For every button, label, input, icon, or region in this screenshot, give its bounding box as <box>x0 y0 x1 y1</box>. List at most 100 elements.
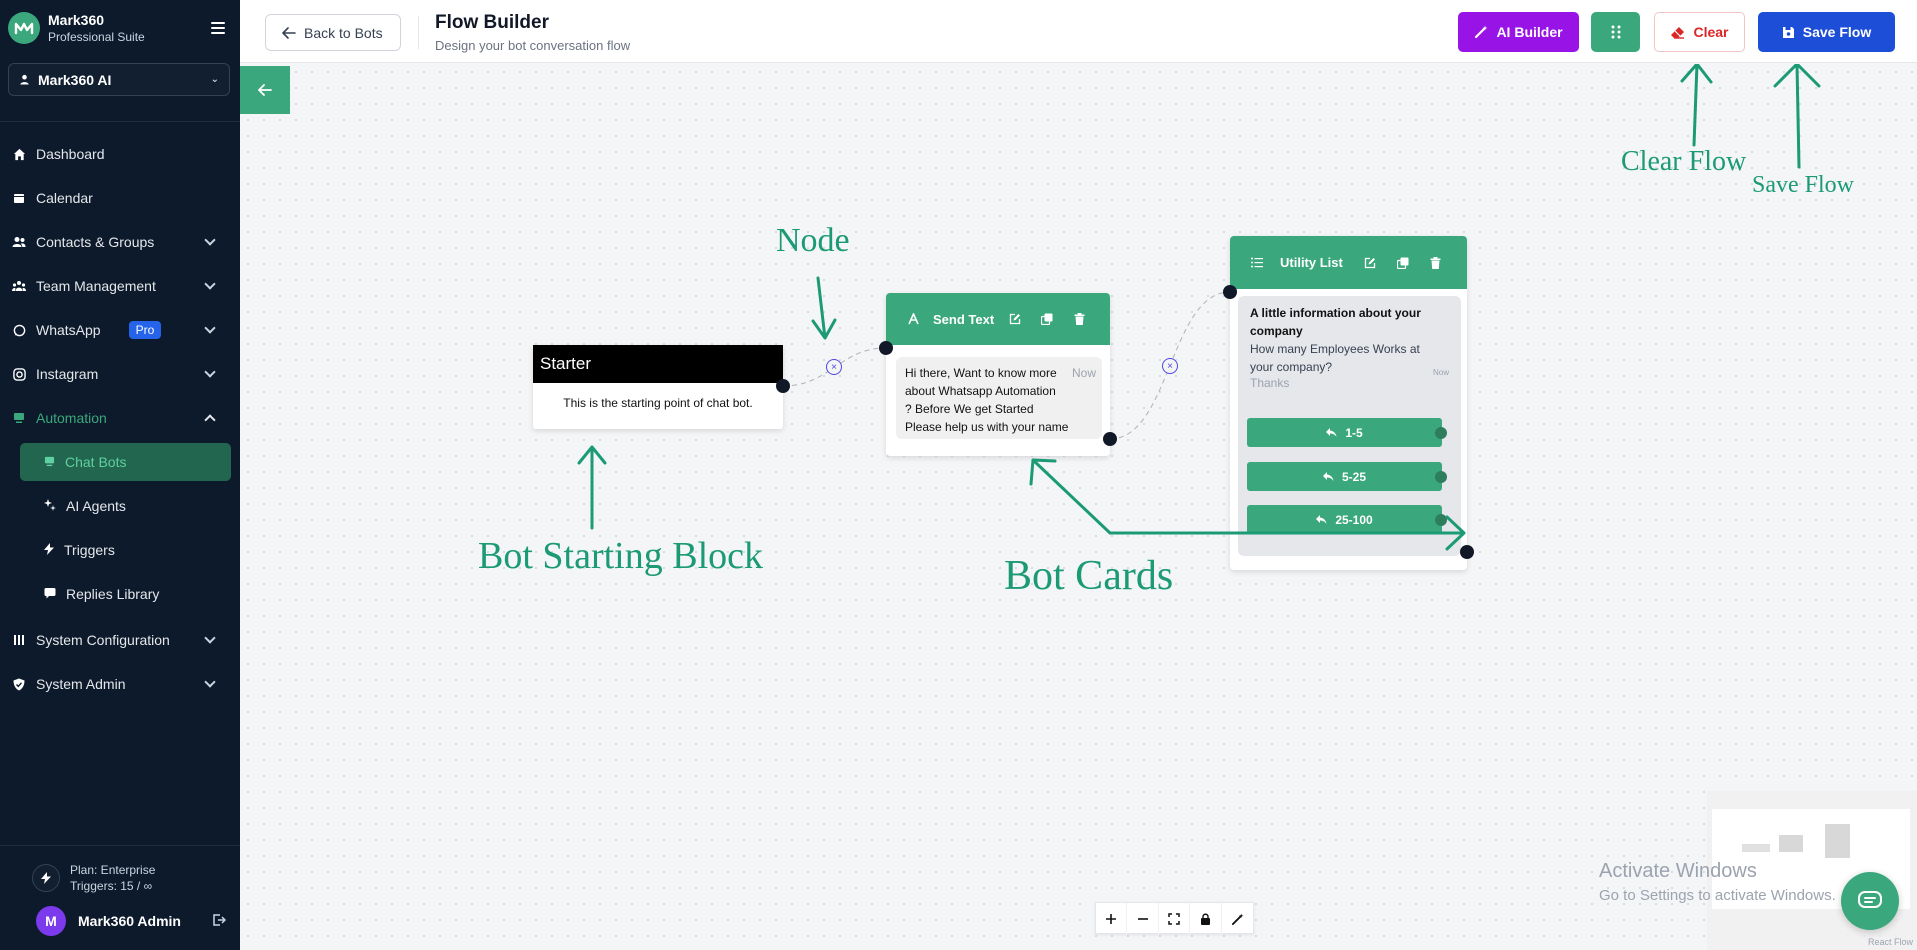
user-name: Mark360 Admin <box>78 913 181 929</box>
send-text-output-handle[interactable] <box>1103 432 1117 446</box>
utility-list-output-handle[interactable] <box>1460 545 1474 559</box>
sidebar-item-label: WhatsApp <box>36 322 101 338</box>
remove-edge-button[interactable]: × <box>1162 358 1178 374</box>
sidebar-item-triggers[interactable]: Triggers <box>20 531 231 569</box>
save-flow-button[interactable]: Save Flow <box>1758 12 1895 52</box>
grid-dots-icon <box>1611 25 1620 39</box>
chat-icon <box>44 586 56 602</box>
sidebar-divider <box>0 121 240 122</box>
ai-builder-button[interactable]: AI Builder <box>1458 12 1579 52</box>
copy-icon[interactable] <box>1040 312 1054 326</box>
clear-flow-arrow <box>1680 64 1713 147</box>
copy-icon[interactable] <box>1396 256 1410 270</box>
utility-list-input-handle[interactable] <box>1223 285 1237 299</box>
clear-button[interactable]: Clear <box>1654 12 1745 52</box>
bot-starting-block-annotation: Bot Starting Block <box>478 535 763 577</box>
workspace-selector[interactable]: Mark360 AI ⌄ <box>8 63 230 96</box>
reply-option-button[interactable]: 5-25 <box>1247 462 1447 491</box>
sidebar-item-label: Chat Bots <box>65 454 127 470</box>
chevron-down-icon <box>204 676 216 688</box>
chevron-down-icon <box>204 234 216 246</box>
workspace-name: Mark360 AI <box>38 71 112 88</box>
team-icon <box>12 279 26 293</box>
logout-icon[interactable] <box>212 913 226 927</box>
auto-layout-button[interactable] <box>1222 903 1253 935</box>
instagram-icon <box>12 367 26 381</box>
starter-node[interactable]: Starter This is the starting point of ch… <box>533 345 783 429</box>
brand[interactable]: Mark360 Professional Suite <box>8 12 145 44</box>
bolt-icon <box>44 542 54 558</box>
minus-icon <box>1137 918 1148 920</box>
reply-option-button[interactable]: 1-5 <box>1247 418 1447 447</box>
sidebar-item-system-configuration[interactable]: System Configuration <box>0 623 240 657</box>
react-flow-attribution[interactable]: React Flow <box>1868 937 1914 947</box>
utility-list-node[interactable]: Utility List A little information about … <box>1230 236 1467 570</box>
sidebar-item-team[interactable]: Team Management <box>0 269 240 303</box>
save-flow-label: Save Flow <box>1802 24 1872 40</box>
save-flow-arrow <box>1773 64 1821 169</box>
sidebar-divider <box>0 845 240 846</box>
reply-output-handle[interactable] <box>1435 471 1447 483</box>
arrow-left-icon <box>258 84 272 96</box>
back-label: Back to Bots <box>304 24 383 41</box>
collapse-panel-button[interactable] <box>240 66 290 114</box>
fullscreen-icon <box>1168 913 1180 925</box>
sidebar-item-instagram[interactable]: Instagram <box>0 357 240 391</box>
save-flow-annotation: Save Flow <box>1752 172 1854 198</box>
support-chat-button[interactable] <box>1841 872 1899 930</box>
chevron-down-icon <box>204 278 216 290</box>
reply-output-handle[interactable] <box>1435 427 1447 439</box>
sidebar-item-ai-agents[interactable]: AI Agents <box>20 487 231 525</box>
flow-canvas[interactable]: × × Starter This is the starting point o… <box>240 64 1917 950</box>
menu-toggle-icon[interactable] <box>211 22 225 34</box>
edit-icon[interactable] <box>1008 312 1022 326</box>
reply-option-button[interactable]: 25-100 <box>1247 505 1447 534</box>
sidebar-item-label: Team Management <box>36 278 156 294</box>
sidebar-item-calendar[interactable]: Calendar <box>0 181 240 215</box>
chevron-down-icon <box>204 322 216 334</box>
sidebar-item-replies-library[interactable]: Replies Library <box>20 575 231 613</box>
lock-button[interactable] <box>1190 903 1222 935</box>
zoom-out-button[interactable] <box>1127 903 1159 935</box>
brand-name: Mark360 <box>48 12 105 28</box>
starter-output-handle[interactable] <box>776 379 790 393</box>
utility-question: How many Employees Works at your company… <box>1250 342 1420 374</box>
chevron-down-icon <box>204 632 216 644</box>
sidebar-item-contacts[interactable]: Contacts & Groups <box>0 225 240 259</box>
sidebar-item-whatsapp[interactable]: WhatsApp Pro <box>0 313 240 347</box>
send-text-input-handle[interactable] <box>879 341 893 355</box>
sidebar-item-automation[interactable]: Automation <box>0 401 240 435</box>
message-line: Hi there, Want to know more <box>905 366 1057 380</box>
shield-icon <box>12 677 26 691</box>
remove-edge-button[interactable]: × <box>826 359 842 375</box>
magic-wand-icon <box>1475 25 1488 39</box>
user-profile[interactable]: M Mark360 Admin <box>36 906 226 936</box>
message-time: Now <box>1071 366 1096 380</box>
list-icon <box>1250 256 1264 270</box>
zoom-in-button[interactable] <box>1096 903 1128 935</box>
reply-option-label: 1-5 <box>1345 425 1363 440</box>
reply-output-handle[interactable] <box>1435 514 1447 526</box>
sidebar-item-label: System Admin <box>36 676 126 692</box>
sidebar-item-system-admin[interactable]: System Admin <box>0 667 240 701</box>
sidebar-item-label: System Configuration <box>36 632 170 648</box>
sidebar-item-dashboard[interactable]: Dashboard <box>0 137 240 171</box>
back-to-bots-button[interactable]: Back to Bots <box>265 14 401 51</box>
trash-icon[interactable] <box>1429 256 1443 270</box>
trash-icon[interactable] <box>1072 312 1086 326</box>
node-annotation: Node <box>776 222 850 259</box>
user-icon <box>20 74 29 85</box>
grid-toggle-button[interactable] <box>1591 12 1640 52</box>
arrow-left-icon <box>282 26 296 39</box>
reply-icon <box>1322 472 1334 481</box>
fit-view-button[interactable] <box>1159 903 1191 935</box>
sidebar-item-label: Replies Library <box>66 586 160 602</box>
send-text-node[interactable]: Send Text Hi there, Want to know more ab… <box>886 293 1110 456</box>
edit-icon[interactable] <box>1363 256 1377 270</box>
magic-wand-icon <box>1231 912 1244 925</box>
chat-bubble-icon <box>1858 891 1882 908</box>
plus-icon <box>1106 914 1117 924</box>
sidebar-item-chat-bots[interactable]: Chat Bots <box>20 443 231 481</box>
chevron-down-icon: ⌄ <box>210 74 219 85</box>
utility-list-title: Utility List <box>1280 255 1343 270</box>
